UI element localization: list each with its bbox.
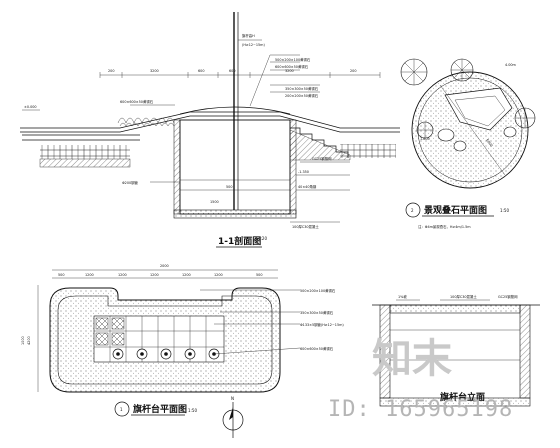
- section-title: 1-1剖面图: [218, 235, 261, 247]
- section-dim-3: 600: [229, 69, 235, 73]
- detail-label-a: 1%坡: [398, 294, 407, 299]
- section-label-c: 350×300×50黄锈石: [285, 86, 319, 91]
- plan-dim-2: 1200: [118, 273, 127, 277]
- rock-dim-1: 4.00m: [505, 63, 517, 67]
- section-dim-2: 600: [198, 69, 204, 73]
- plan-side-dim-2: 1000: [21, 336, 25, 345]
- watermark: 知末 ID: 165965198: [328, 336, 513, 422]
- plan-dim-3: 1200: [150, 273, 159, 277]
- plan-dim-5: 1200: [214, 273, 223, 277]
- tree-icon: [514, 107, 536, 129]
- section-dim-5: 200: [350, 69, 356, 73]
- plan-pole-circles: [112, 348, 220, 360]
- rock-plan-scale: 1:50: [500, 208, 509, 213]
- north-label: N: [231, 396, 234, 401]
- dim-1500: 1500: [210, 200, 219, 204]
- plan-scale: 1:50: [188, 408, 197, 413]
- pole-note: 旗杆高H: [242, 33, 255, 38]
- section-dim-40: 40×40角钢: [298, 184, 317, 189]
- detail-label-c: GC25钢筋网: [498, 294, 518, 299]
- tree-icon: [400, 58, 428, 86]
- rock-dim-2: 6000: [485, 138, 493, 147]
- plan-side-dim: 4200: [27, 336, 31, 345]
- detail-elevation: 1%坡 100厚C30混凝土 GC25钢筋网 旗杆台立面: [372, 294, 540, 407]
- plan-pattern-tiles: [95, 317, 125, 346]
- tree-icon: [450, 58, 474, 82]
- section-level-b: -1.350: [298, 170, 309, 174]
- north-arrow-icon: N: [222, 396, 244, 438]
- dim-500: 500: [226, 185, 232, 189]
- section-level-a: ±0.000: [24, 105, 37, 109]
- detail-label-b: 100厚C30混凝土: [450, 294, 477, 299]
- plan-dim-0: 500: [58, 273, 64, 277]
- rock-dim-3: 1.800: [420, 137, 430, 141]
- section-top-dimensions: 200 3200 600 600 3200 200: [99, 69, 381, 78]
- plan-label-b: 350×300×50黄锈石: [300, 310, 334, 315]
- section-1-1: 200 3200 600 600 3200 200 旗杆高H (H≥12~15m…: [20, 12, 400, 248]
- section-shrubs: [117, 117, 175, 127]
- detail-title: 旗杆台立面: [440, 391, 485, 403]
- section-label-b-left: 600×600×50黄锈石: [120, 99, 154, 104]
- section-label-e: GC25钢筋网: [312, 156, 332, 161]
- section-scale: 1:20: [258, 236, 267, 241]
- plan-dim-6: 500: [256, 273, 262, 277]
- watermark-brand: 知末: [372, 336, 452, 382]
- section-brick-band: [40, 145, 130, 159]
- flag-platform-plan: 2000 500 1200 1200 1200 1200 1200 500 42…: [21, 264, 344, 417]
- section-dim-1: 3200: [150, 69, 159, 73]
- rock-plan-note: 注：Φ4m景观叠石，H≥4m/1.5m: [418, 224, 471, 229]
- section-callouts: 500×200×100黄锈石 600×600×50黄锈石 350×300×50黄…: [22, 54, 350, 229]
- plan-total: 2000: [160, 264, 169, 268]
- section-label-d: 200×200×50黄锈石: [285, 93, 319, 98]
- section-label-a: 500×200×100黄锈石: [275, 57, 311, 62]
- rock-plan-num-circle: [405, 202, 421, 218]
- section-label-b: 600×600×50黄锈石: [275, 64, 309, 69]
- plan-label-d: 600×600×50黄锈石: [300, 346, 334, 351]
- plan-num-circle: [114, 401, 130, 417]
- watermark-id: ID: 165965198: [328, 397, 513, 422]
- section-label-f: Φ200钢管: [122, 180, 139, 185]
- pole-note-2: (H≥12~15m): [242, 43, 265, 47]
- foundation-pit: [179, 119, 291, 215]
- plan-title: 旗杆台平面图: [133, 403, 187, 415]
- rock-plan-title: 景观叠石平面图: [424, 204, 487, 216]
- section-dim-0: 200: [108, 69, 114, 73]
- plan-label-c: Φ133×5钢管(H≥12~15m): [300, 322, 344, 327]
- section-label-g: 100厚C30混凝土: [292, 224, 319, 229]
- plan-label-a: 500×200×100黄锈石: [300, 288, 336, 293]
- section-dim-4: 3200: [285, 69, 294, 73]
- rock-plan-num: 2: [411, 208, 414, 213]
- plan-num: 1: [120, 407, 123, 412]
- plan-dim-4: 1200: [182, 273, 191, 277]
- tree-icon: [416, 121, 434, 139]
- plan-dim-1: 1200: [85, 273, 94, 277]
- rock-plan: 6000 4.00m 1.800 2 景观叠石平面图 1:50 注：Φ4m景观叠…: [400, 58, 536, 229]
